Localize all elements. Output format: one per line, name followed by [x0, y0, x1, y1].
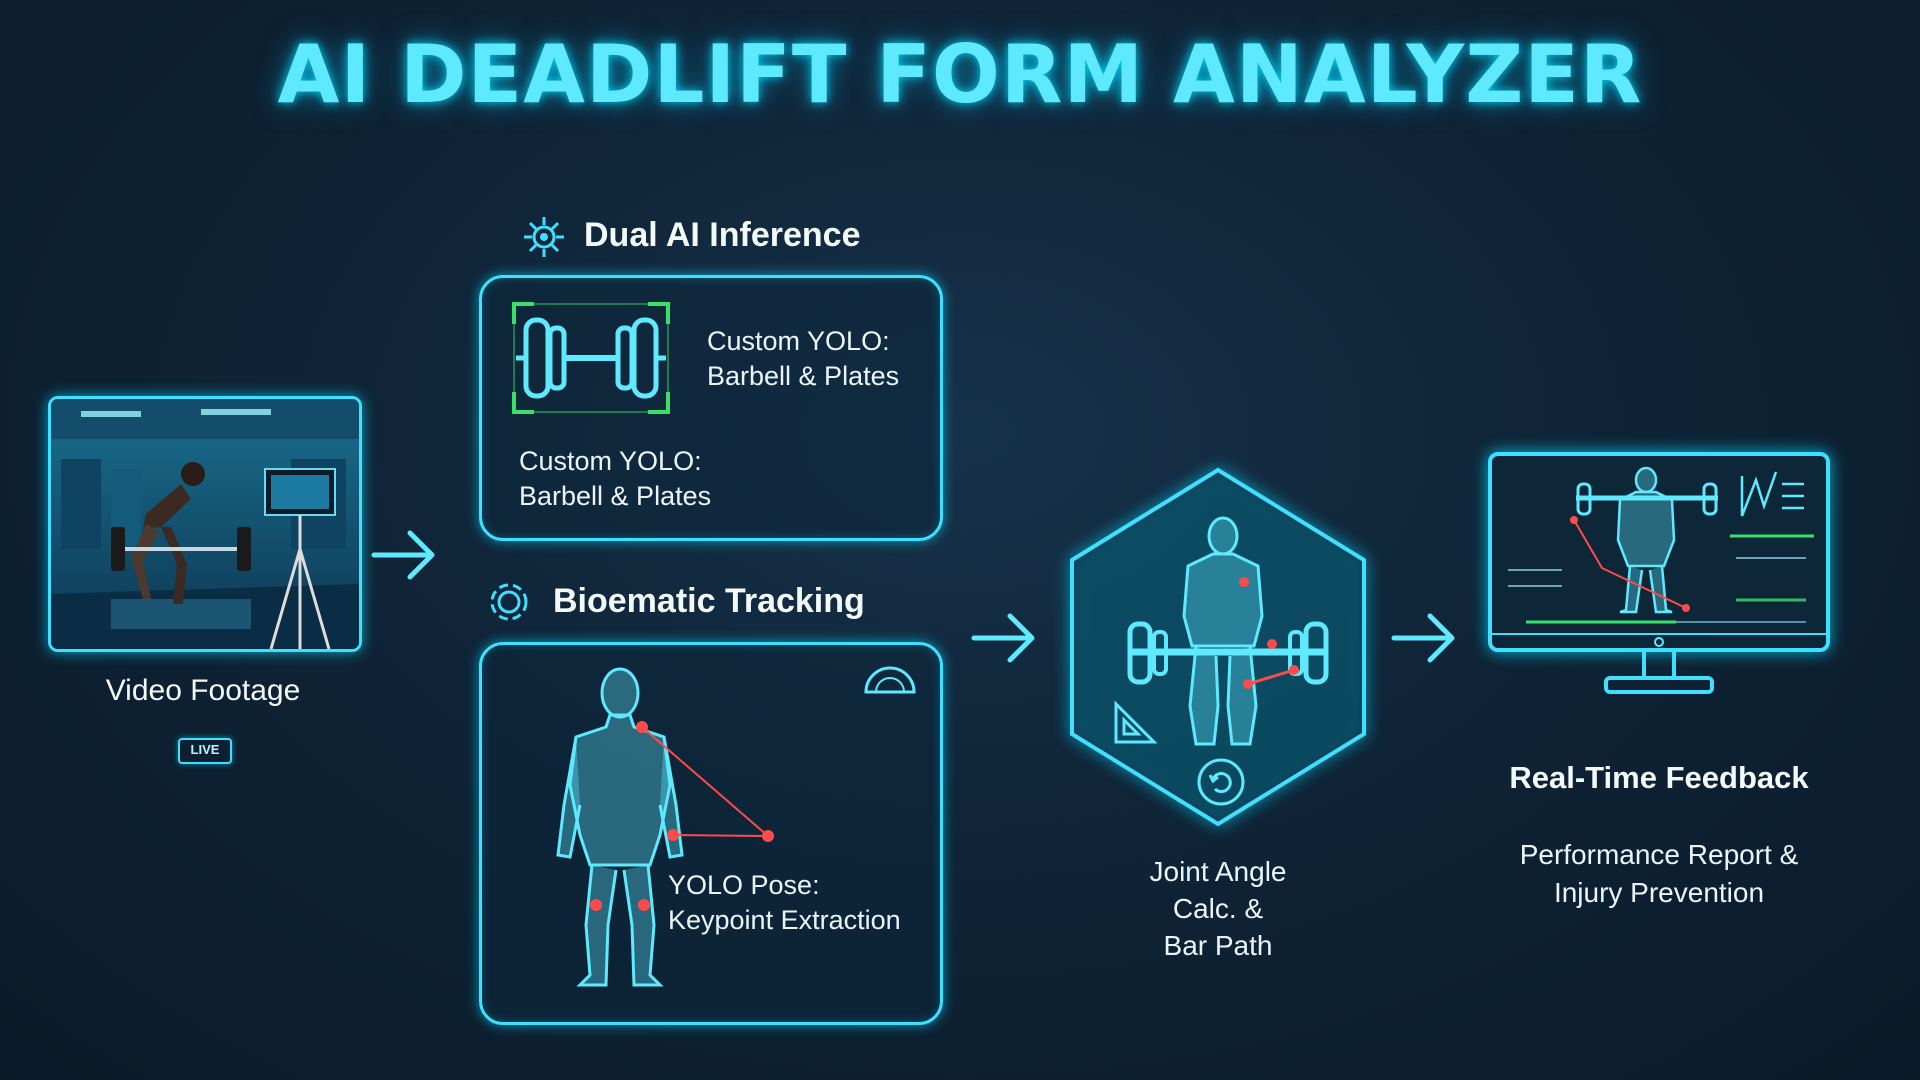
feedback-subtitle-line2: Injury Prevention [1466, 874, 1852, 912]
arrow-right-icon [970, 608, 1040, 668]
joint-angle-label-line2: Calc. & [1068, 890, 1368, 927]
video-footage-label: Video Footage [40, 674, 366, 708]
tracking-title: Bioematic Tracking [553, 582, 865, 621]
tracking-icon [485, 578, 533, 626]
feedback-subtitle-line1: Performance Report & [1466, 836, 1852, 874]
tracking-label-line2: Keypoint Extraction [668, 903, 901, 938]
tracking-label-line1: YOLO Pose: [668, 868, 901, 903]
tracking-label: YOLO Pose: Keypoint Extraction [668, 868, 901, 938]
arrow-right-icon [1390, 608, 1460, 668]
reset-icon [1196, 757, 1246, 807]
dual-ai-label-bottom: Custom YOLO: Barbell & Plates [519, 444, 711, 514]
dual-ai-label-top: Custom YOLO: Barbell & Plates [707, 324, 899, 394]
dual-ai-label-top-line1: Custom YOLO: [707, 324, 899, 359]
page-title: AI DEADLIFT FORM ANALYZER [0, 28, 1920, 121]
dual-ai-title: Dual AI Inference [584, 216, 860, 255]
feedback-title: Real-Time Feedback [1466, 760, 1852, 796]
gym-scene-image [51, 399, 359, 649]
pose-skeleton-figure [550, 665, 780, 1000]
arrow-right-icon [370, 525, 440, 585]
dual-ai-label-bottom-line1: Custom YOLO: [519, 444, 711, 479]
joint-angle-label-line3: Bar Path [1068, 927, 1368, 964]
protractor-icon [862, 660, 918, 696]
ai-chip-icon [520, 213, 568, 261]
video-thumbnail [48, 396, 362, 652]
joint-angle-label: Joint Angle Calc. & Bar Path [1068, 853, 1368, 964]
barbell-detection-icon [512, 302, 670, 414]
dual-ai-label-bottom-line2: Barbell & Plates [519, 479, 711, 514]
live-badge: LIVE [178, 738, 232, 764]
triangle-ruler-icon [1112, 700, 1158, 746]
joint-angle-label-line1: Joint Angle [1068, 853, 1368, 890]
monitor-icon [1486, 450, 1832, 700]
feedback-subtitle: Performance Report & Injury Prevention [1466, 836, 1852, 912]
dual-ai-label-top-line2: Barbell & Plates [707, 359, 899, 394]
